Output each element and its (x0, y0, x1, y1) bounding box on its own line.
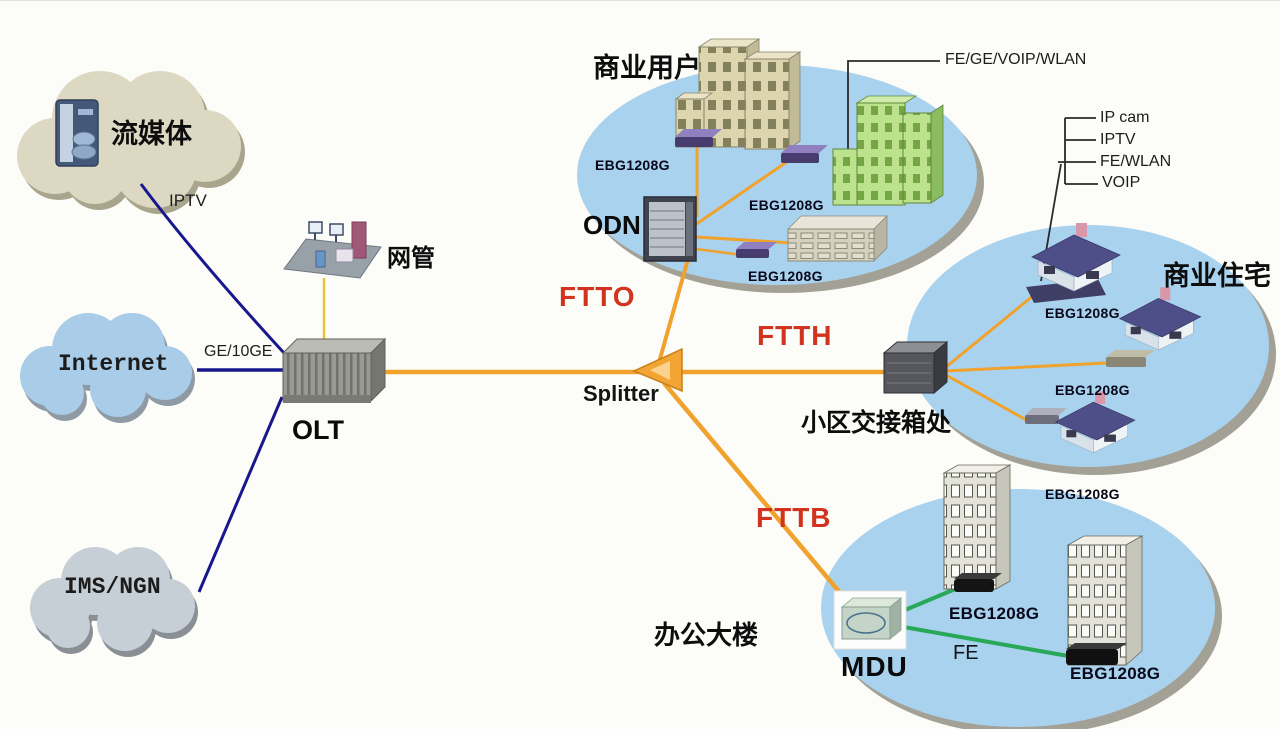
fiber-fttb-line (662, 381, 854, 609)
fe-link-building2 (897, 624, 1075, 659)
fiber-cabinet-modem-low (945, 373, 1029, 423)
fiber-odn-splitter (656, 258, 690, 367)
nms-server-tower-icon (351, 221, 367, 259)
nms-platform (283, 221, 382, 279)
residential-zone-ellipse (907, 225, 1276, 475)
residential-modem-low (1025, 408, 1067, 424)
office-building-1 (942, 464, 1012, 592)
nms-label: 网管 (387, 245, 435, 272)
ebg-label-business-2: EBG1208G (749, 197, 824, 213)
fttb-branch-label: FTTB (756, 502, 832, 533)
internet-cloud-label: Internet (58, 351, 169, 377)
ge10ge-link-label: GE/10GE (204, 343, 273, 360)
office-zone-title: 办公大楼 (654, 620, 759, 650)
olt-label: OLT (292, 415, 344, 445)
office-building-2 (1066, 535, 1144, 666)
ebg-label-office-bottom: EBG1208G (1070, 664, 1161, 683)
fiber-cabinet-house1 (945, 293, 1035, 369)
residential-zone-title: 商业住宅 (1163, 261, 1271, 291)
splitter-device (632, 347, 683, 393)
internet-cloud (20, 313, 195, 423)
odn-cabinet (643, 196, 697, 262)
business-buildings-tan (674, 38, 802, 150)
business-zone-title: 商业用户 (593, 53, 701, 83)
access-services-label: FE/GE/VOIP/WLAN (945, 51, 1087, 68)
link-ims-olt (197, 396, 284, 593)
streaming-server-icon (55, 99, 99, 167)
ebg-modem-1 (675, 129, 722, 147)
streaming-cloud-label: 流媒体 (111, 119, 192, 149)
cross-connect-cabinet-label: 小区交接箱处 (801, 409, 952, 437)
ebg-modem-2 (781, 145, 828, 163)
ebg-label-business-1: EBG1208G (595, 157, 670, 173)
fiber-odn-modem3 (695, 247, 743, 257)
fe-link-label: FE (953, 642, 979, 664)
iptv-link-label: IPTV (169, 191, 207, 210)
ims-ngn-cloud (30, 547, 198, 657)
ebg-label-business-3: EBG1208G (748, 268, 823, 284)
service-label-iptv: IPTV (1100, 131, 1136, 148)
ftth-branch-label: FTTH (757, 320, 833, 351)
mdu-label: MDU (841, 651, 908, 682)
splitter-label: Splitter (583, 381, 659, 406)
ebg-label-office-top: EBG1208G (1045, 486, 1120, 502)
ebg-label-office-mid: EBG1208G (949, 604, 1040, 623)
service-label-voip: VOIP (1102, 174, 1141, 191)
fe-link-building1 (897, 585, 961, 615)
service-label-fewlan: FE/WLAN (1100, 153, 1172, 170)
ftto-branch-label: FTTO (559, 281, 636, 312)
business-building-green (832, 95, 944, 206)
residential-modem-mid (1106, 350, 1155, 367)
fiber-odn-modem2 (694, 159, 789, 227)
ebg-label-residential-2: EBG1208G (1055, 382, 1130, 398)
building1-ebg-device (954, 573, 1002, 579)
ebg-modem-3 (736, 242, 777, 258)
mdu-device (833, 590, 907, 650)
ebg-label-residential-1: EBG1208G (1045, 305, 1120, 321)
building2-ebg-device (1066, 643, 1127, 649)
nms-monitor-icon (308, 221, 323, 234)
odn-label: ODN (583, 210, 641, 240)
cross-connect-cabinet (882, 340, 949, 395)
ims-cloud-label: IMS/NGN (64, 574, 161, 600)
dslam-device (787, 215, 888, 262)
fiber-cabinet-modem-mid (945, 361, 1107, 373)
link-streaming-olt (139, 183, 286, 355)
service-label-ipcam: IP cam (1100, 109, 1150, 126)
olt-device (281, 337, 387, 403)
access-callout-line (847, 60, 940, 151)
nms-monitor-icon (329, 223, 344, 236)
